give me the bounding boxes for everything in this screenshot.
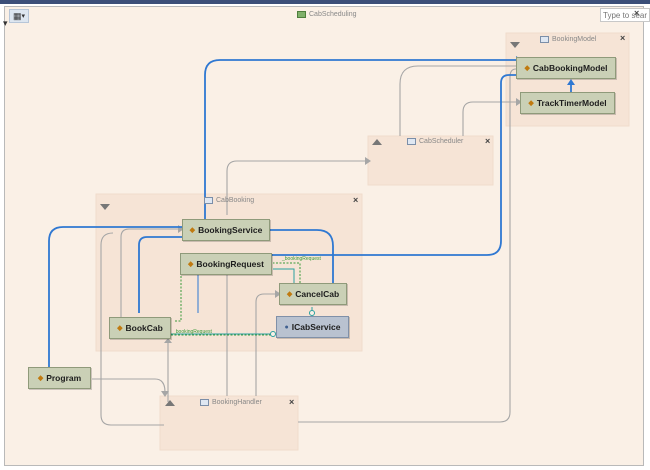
class-icon: ◆	[528, 100, 534, 107]
expand-bookinghandler-icon[interactable]	[165, 400, 175, 406]
node-tracktimermodel[interactable]: ◆ TrackTimerModel	[520, 92, 615, 114]
edge-bookcab-to-bookingservice-blue	[138, 236, 182, 313]
expand-cabscheduler-icon[interactable]	[372, 139, 382, 145]
container-cabscheduler-title: CabScheduler	[407, 138, 463, 145]
node-icabservice[interactable]: ● ICabService	[276, 316, 349, 338]
node-bookcab-label: BookCab	[125, 323, 163, 333]
interface-lollipop-cancelcab	[309, 310, 315, 316]
arrowhead-to-tracktimermodel	[516, 98, 522, 106]
node-program-label: Program	[46, 373, 82, 383]
node-bookingrequest[interactable]: ◆ BookingRequest	[180, 253, 272, 275]
container-bookingmodel-label: BookingModel	[552, 36, 597, 43]
node-cabbookingmodel[interactable]: ◆ CabBookingModel	[516, 57, 616, 79]
edge-label-bookcab-request: _bookingRequest	[173, 329, 212, 335]
toolbar-chevron[interactable]: ▾	[3, 16, 8, 30]
node-cabbookingmodel-label: CabBookingModel	[532, 63, 608, 73]
container-cabscheduler-panel	[367, 135, 494, 186]
node-program[interactable]: ◆ Program	[28, 367, 91, 389]
node-cancelcab[interactable]: ◆ CancelCab	[279, 283, 347, 305]
interface-icon: ●	[284, 323, 289, 331]
edge-cabbooking-to-cabscheduler	[226, 160, 365, 215]
window-top-bar	[0, 0, 650, 4]
container-cabscheduler-label: CabScheduler	[419, 138, 464, 145]
search-clear-icon[interactable]: ×	[634, 8, 640, 18]
class-icon: ◆	[286, 291, 293, 298]
class-icon: ◆	[117, 325, 123, 332]
node-icabservice-label: ICabService	[291, 322, 341, 332]
edge-bookingrequest-to-cabbookingmodel	[271, 74, 516, 256]
node-bookingrequest-label: BookingRequest	[196, 259, 264, 269]
edge-bookinghandler-to-cabbookingmodel-right	[298, 68, 517, 423]
chevron-down-icon: ▾	[3, 17, 8, 28]
node-tracktimermodel-label: TrackTimerModel	[536, 98, 607, 108]
node-bookcab[interactable]: ◆ BookCab	[109, 317, 171, 339]
edge-label-cancel-request: _bookingRequest	[282, 256, 321, 262]
node-bookingservice[interactable]: ◆ BookingService	[182, 219, 270, 241]
edge-program-to-bookingservice	[48, 226, 182, 371]
container-bookinghandler-panel	[159, 395, 299, 451]
arrowhead-to-cancelcab	[275, 290, 281, 298]
node-cancelcab-label: CancelCab	[295, 289, 340, 299]
container-bookinghandler-title: BookingHandler	[200, 399, 262, 406]
class-icon: ◆	[188, 261, 194, 268]
interface-lollipop-bookcab	[270, 331, 276, 337]
class-icon: ◆	[524, 65, 530, 72]
node-bookingservice-label: BookingService	[198, 225, 263, 235]
edge-program-to-bookinghandler	[92, 378, 166, 393]
close-bookingmodel-icon[interactable]: ×	[620, 33, 626, 43]
container-cabbooking-title: CabBooking	[204, 197, 254, 204]
edge-cabscheduler-to-cabbookingmodel	[399, 65, 516, 136]
collapse-cabbooking-icon[interactable]	[100, 204, 110, 210]
arrowhead-to-bookcab-up	[164, 338, 172, 343]
container-icon	[204, 197, 213, 204]
container-icon	[540, 36, 549, 43]
diagram-icon	[297, 11, 306, 18]
edge-bookinghandler-to-cabbookingmodel	[100, 232, 164, 426]
edge-cabscheduler-to-tracktimermodel	[462, 101, 516, 136]
edge-bookcab-to-bookingrequest	[175, 270, 182, 322]
diagram-canvas[interactable]: ▾ ▦ ▾ CabScheduling BookingModel × CabSc…	[3, 6, 644, 466]
container-icon	[407, 138, 416, 145]
layout-button[interactable]: ▦ ▾	[9, 9, 29, 23]
arrowhead-to-bookinghandler	[161, 391, 169, 397]
class-icon: ◆	[189, 227, 196, 234]
edge-bookingservice-to-cancelcab	[270, 229, 334, 283]
edge-bookingservice-to-cabbookingmodel	[204, 59, 516, 219]
edge-bookinghandler-to-cancelcab	[255, 293, 275, 396]
edge-cancelcab-to-bookingrequest-teal	[273, 268, 295, 283]
class-icon: ◆	[37, 375, 44, 382]
close-bookinghandler-icon[interactable]: ×	[289, 397, 295, 407]
diagram-title: CabScheduling	[297, 11, 356, 18]
diagram-title-label: CabScheduling	[309, 11, 357, 18]
search-input[interactable]	[600, 8, 650, 22]
layout-dropdown-icon: ▾	[21, 13, 26, 20]
collapse-bookingmodel-icon[interactable]	[510, 42, 520, 48]
container-cabbooking-label: CabBooking	[216, 197, 255, 204]
container-bookingmodel-title: BookingModel	[540, 36, 596, 43]
container-bookinghandler-label: BookingHandler	[212, 399, 262, 406]
edge-bookcab-to-bookingservice	[120, 228, 178, 317]
close-cabscheduler-icon[interactable]: ×	[485, 136, 491, 146]
container-icon	[200, 399, 209, 406]
layout-icon: ▦	[12, 10, 22, 21]
close-cabbooking-icon[interactable]: ×	[353, 195, 359, 205]
arrowhead-blue-tracktimer	[567, 79, 575, 85]
arrowhead-to-cabscheduler	[365, 157, 371, 165]
